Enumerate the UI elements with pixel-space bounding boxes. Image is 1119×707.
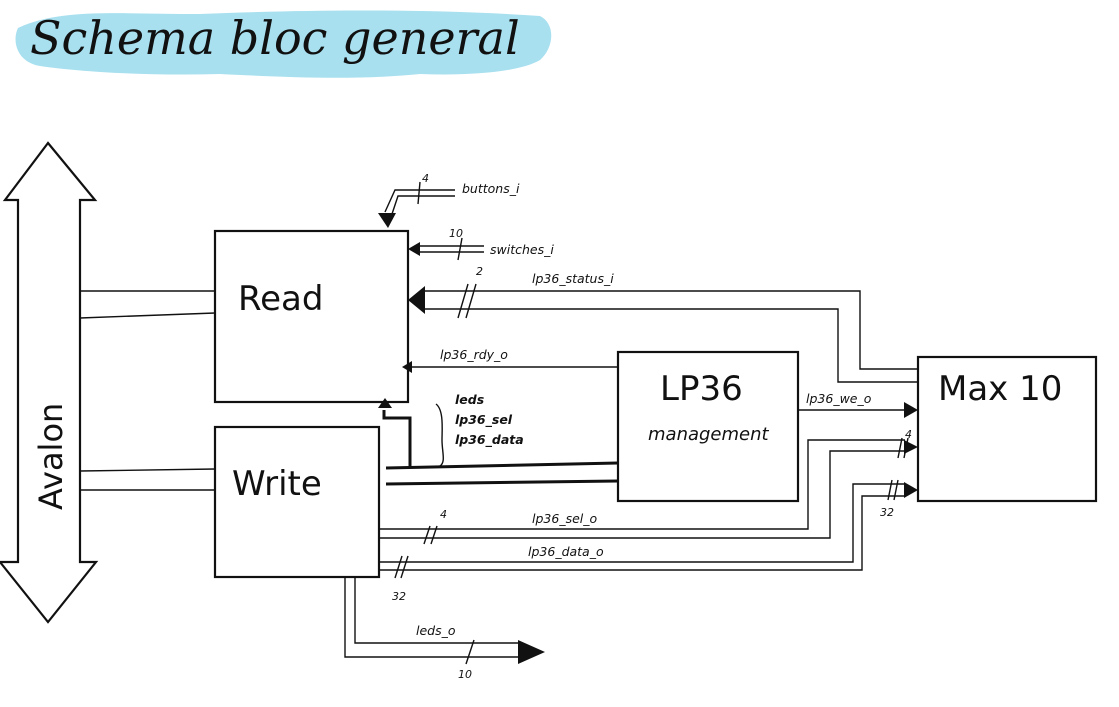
leds-label: leds_o bbox=[416, 623, 456, 638]
internal-sel-label: lp36_sel bbox=[455, 412, 513, 428]
switches-width: 10 bbox=[449, 227, 463, 240]
avalon-bus: Avalon bbox=[0, 141, 99, 624]
max-sel-width: 4 bbox=[905, 428, 912, 441]
buttons-label: buttons_i bbox=[462, 181, 520, 196]
switches-signal: 10 switches_i bbox=[408, 227, 554, 261]
leds-width: 10 bbox=[458, 668, 472, 681]
we-signal: lp36_we_o bbox=[798, 391, 918, 418]
lp36-title: LP36 bbox=[660, 369, 743, 409]
internal-bus: leds lp36_sel lp36_data bbox=[378, 392, 619, 486]
status-signal: 2 lp36_status_i bbox=[408, 265, 918, 383]
status-label: lp36_status_i bbox=[532, 271, 614, 286]
max10-label: Max 10 bbox=[938, 369, 1062, 409]
write-label: Write bbox=[232, 464, 322, 504]
max10-block: Max 10 bbox=[916, 355, 1098, 503]
sel-label: lp36_sel_o bbox=[532, 511, 597, 526]
buttons-signal: 4 buttons_i bbox=[378, 172, 520, 228]
avalon-label: Avalon bbox=[32, 403, 70, 510]
lp36-subtitle: management bbox=[648, 424, 770, 445]
data-label: lp36_data_o bbox=[528, 544, 604, 559]
avalon-write-line-1 bbox=[79, 468, 216, 472]
internal-leds-label: leds bbox=[455, 392, 484, 407]
data-signal: 32 32 lp36_data_o bbox=[379, 479, 918, 603]
title-group: Schema bloc general bbox=[15, 10, 552, 78]
switches-label: switches_i bbox=[490, 242, 554, 257]
avalon-read-line-2 bbox=[79, 312, 216, 319]
rdy-label: lp36_rdy_o bbox=[440, 347, 508, 362]
we-label: lp36_we_o bbox=[806, 391, 872, 406]
page-title: Schema bloc general bbox=[30, 11, 520, 65]
data-width: 32 bbox=[392, 590, 406, 603]
rdy-signal: lp36_rdy_o bbox=[402, 347, 618, 373]
lp36-management-block: LP36 management bbox=[616, 350, 800, 503]
max-data-width: 32 bbox=[880, 506, 894, 519]
leds-signal: 10 leds_o bbox=[344, 577, 545, 681]
read-block: Read bbox=[213, 229, 410, 404]
title-highlight bbox=[15, 10, 552, 78]
status-width: 2 bbox=[476, 265, 483, 278]
sel-width: 4 bbox=[440, 508, 447, 521]
buttons-width: 4 bbox=[422, 172, 429, 185]
internal-data-label: lp36_data bbox=[455, 432, 524, 448]
write-block: Write bbox=[213, 425, 381, 579]
sel-signal: 4 4 lp36_sel_o bbox=[379, 428, 918, 545]
read-label: Read bbox=[238, 279, 323, 319]
